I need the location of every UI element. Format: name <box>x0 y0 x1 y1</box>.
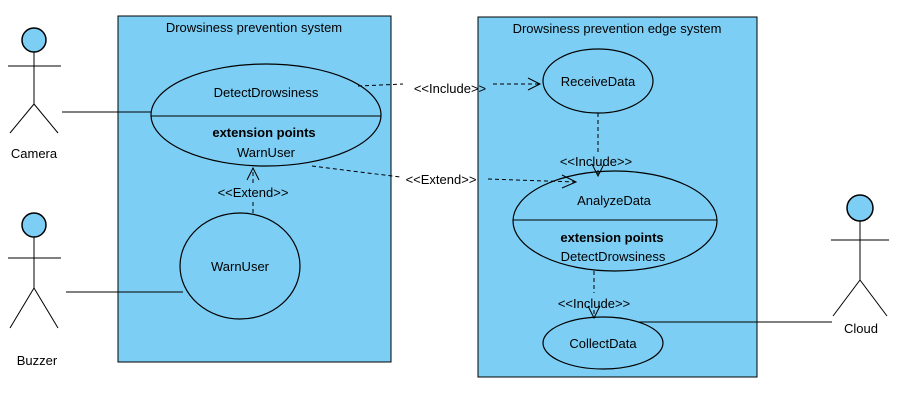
use-case-receive-data[interactable]: ReceiveData <box>542 48 654 114</box>
relation-label: <<Include>> <box>414 81 486 96</box>
use-case-detect-drowsiness[interactable]: DetectDrowsiness extension points WarnUs… <box>150 63 382 167</box>
relation-label: <<Include>> <box>558 296 630 311</box>
actor-label: Buzzer <box>17 353 58 368</box>
system-title-right: Drowsiness prevention edge system <box>513 21 722 36</box>
extend-detect-analyze: <<Extend>> <box>311 165 578 189</box>
actor-cloud[interactable]: Cloud <box>831 194 889 336</box>
include-receive-analyze: <<Include>> <box>560 113 632 178</box>
extension-point: WarnUser <box>237 145 296 160</box>
use-case-collect-data[interactable]: CollectData <box>542 316 664 370</box>
use-case-label: WarnUser <box>211 259 270 274</box>
include-analyze-collect: <<Include>> <box>558 271 630 320</box>
system-title-left: Drowsiness prevention system <box>166 20 342 35</box>
actor-camera[interactable]: Camera <box>8 27 61 161</box>
actor-head-icon <box>846 194 874 222</box>
use-case-warn-user[interactable]: WarnUser <box>179 212 301 320</box>
extension-points-heading: extension points <box>212 125 315 140</box>
actor-label: Camera <box>11 146 58 161</box>
actor-buzzer[interactable]: Buzzer <box>8 212 61 368</box>
include-detect-receive: <<Include>> <box>357 77 542 96</box>
use-case-label: AnalyzeData <box>577 193 651 208</box>
use-case-label: ReceiveData <box>561 74 636 89</box>
actor-head-icon <box>21 27 47 53</box>
use-case-analyze-data[interactable]: AnalyzeData extension points DetectDrows… <box>512 170 718 272</box>
relation-label: <<Extend>> <box>218 185 289 200</box>
relation-label: <<Include>> <box>560 154 632 169</box>
actor-label: Cloud <box>844 321 878 336</box>
extend-warn-detect: <<Extend>> <box>218 166 289 213</box>
actor-head-icon <box>21 212 47 238</box>
relation-label: <<Extend>> <box>406 172 477 187</box>
use-case-label: CollectData <box>569 336 637 351</box>
use-case-label: DetectDrowsiness <box>214 85 319 100</box>
extension-point: DetectDrowsiness <box>561 249 666 264</box>
extension-points-heading: extension points <box>560 230 663 245</box>
